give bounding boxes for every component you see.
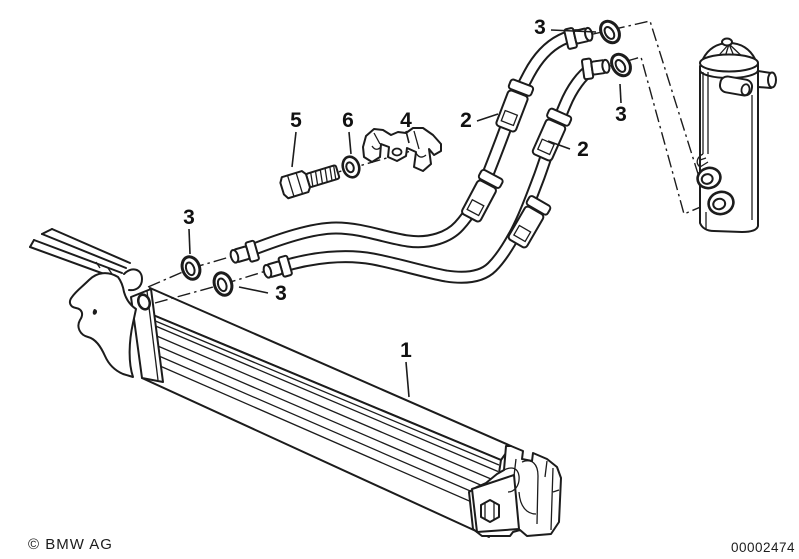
hose-coupling (531, 107, 573, 162)
o-ring (599, 19, 621, 45)
hose-coupling (461, 168, 504, 223)
axis-line-cooler-hose2 (154, 270, 267, 304)
o-ring (180, 255, 202, 281)
leader-5 (291, 131, 297, 168)
leader-4 (405, 130, 410, 144)
callout-label-4: 4 (400, 109, 412, 132)
callout-label-3a: 3 (534, 16, 546, 39)
bracket-plate (68, 272, 137, 378)
leader-3c (188, 228, 191, 255)
oil-cooler (29, 228, 562, 538)
hose-end-fitting (229, 239, 260, 264)
leader-6 (348, 131, 352, 155)
callout-label-3c: 3 (183, 206, 195, 229)
filter-port-upper (696, 166, 722, 190)
cooler-fins (151, 323, 499, 515)
callout-label-1: 1 (400, 339, 412, 362)
bracket-hole (92, 309, 98, 315)
leader-3b (619, 83, 622, 104)
callout-label-5: 5 (290, 109, 302, 132)
filter-standpipe (702, 72, 709, 154)
leader-2a (476, 113, 499, 122)
callout-label-2b: 2 (577, 138, 589, 161)
hose-end-fitting (563, 26, 594, 50)
callout-label-3b: 3 (615, 103, 627, 126)
end-cap-hex-bolt (480, 499, 500, 523)
filter-side-boss (718, 75, 754, 97)
callout-label-6: 6 (342, 109, 354, 132)
cooler-port-boss (136, 293, 152, 311)
clamp-eye (391, 147, 403, 157)
filter-right-stub (767, 71, 777, 89)
document-number: 00002474 (731, 540, 796, 555)
o-ring (610, 52, 632, 78)
filter-cap-knob (721, 37, 733, 47)
washer (341, 155, 361, 179)
axis-line-hose2-filter (602, 56, 711, 215)
hose-end-fitting (262, 254, 293, 279)
axis-line-hose1-filter (588, 20, 700, 178)
hose-coupling (507, 195, 552, 249)
bolt-head (279, 170, 312, 200)
oil-filter-housing (696, 37, 777, 233)
mounting-bracket-prongs (29, 228, 143, 292)
leader-lines (188, 29, 622, 398)
callout-label-3d: 3 (275, 282, 287, 305)
leader-1 (405, 361, 410, 398)
callout-label-2a: 2 (460, 109, 472, 132)
copyright-text: © BMW AG (28, 536, 113, 553)
hose-coupling (495, 78, 535, 133)
callout-labels: 1 2 2 3 3 3 3 4 5 6 (183, 16, 627, 362)
filter-body (699, 63, 759, 233)
cooler-end-cap (468, 445, 562, 537)
o-ring (212, 271, 234, 297)
clamp-bracket (362, 127, 442, 172)
hex-bolt (279, 164, 341, 200)
leader-3d (238, 286, 269, 294)
leader-3a (550, 29, 597, 33)
hose-end-fitting (580, 57, 611, 81)
leader-2b (547, 140, 571, 150)
